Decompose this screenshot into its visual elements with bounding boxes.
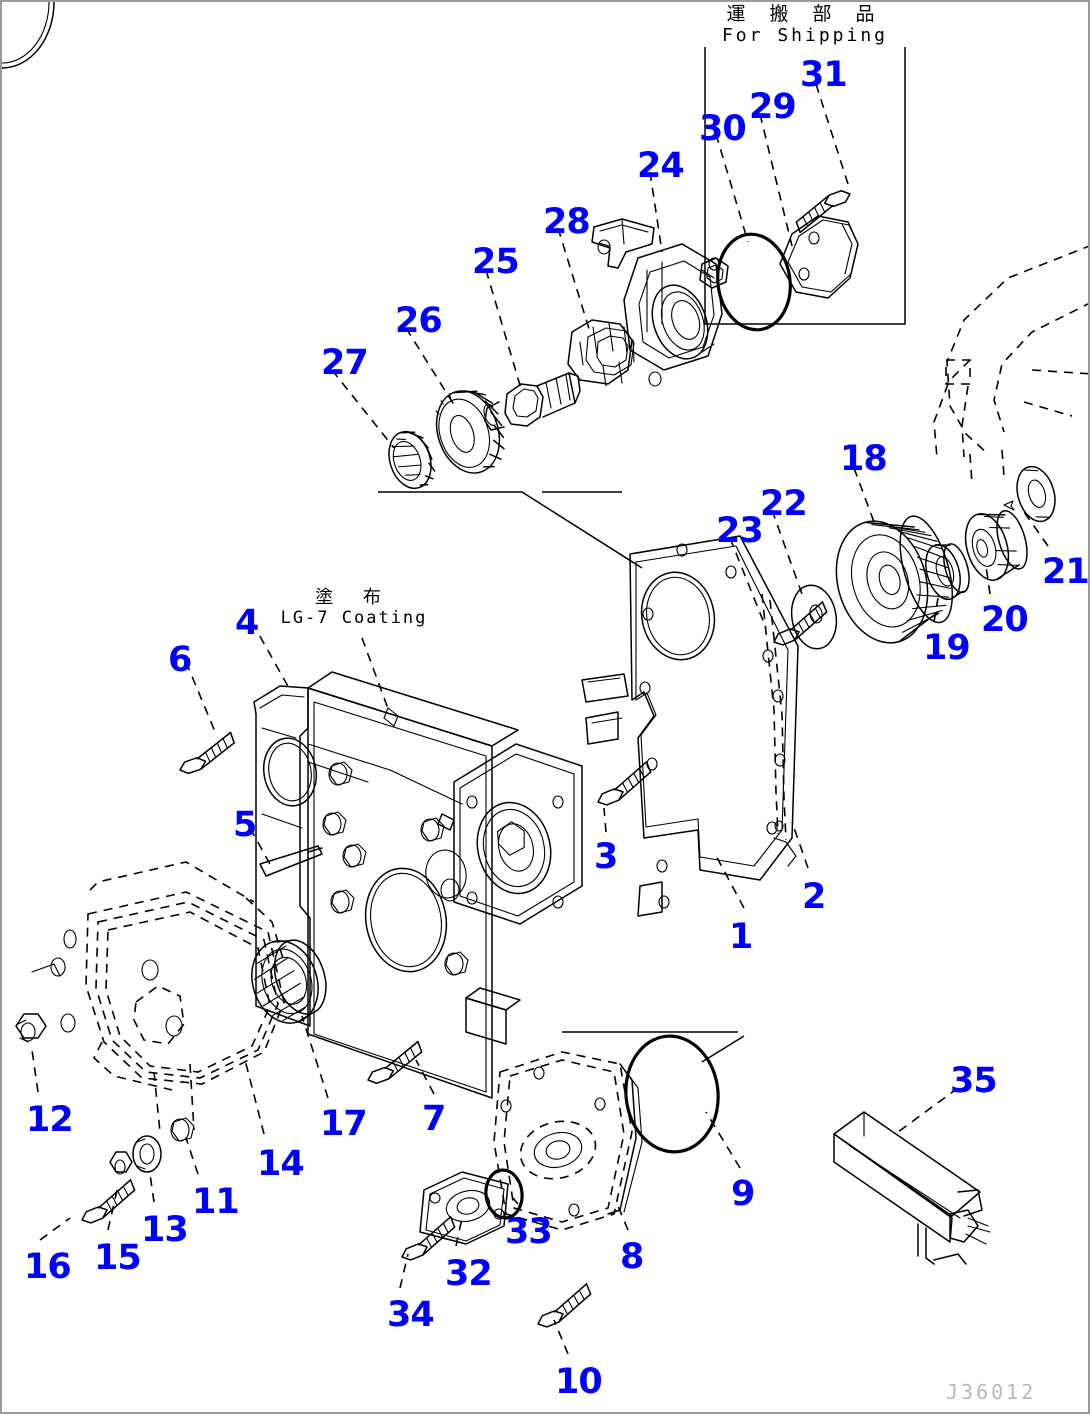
leader-lines — [31, 83, 1049, 1355]
part-23-bolt — [766, 601, 833, 649]
callout-25: 25 — [472, 242, 520, 282]
part-17-oil-seal — [251, 939, 327, 1024]
part-6-bolt — [173, 731, 240, 777]
part-31-bolt — [790, 187, 858, 234]
part-18-crank-gear — [835, 515, 953, 644]
callout-11: 11 — [192, 1182, 240, 1222]
part-32-flange — [419, 1171, 509, 1245]
callout-24: 24 — [637, 146, 685, 186]
part-1-gear-case-cover — [2, 2, 799, 917]
callout-17: 17 — [320, 1104, 368, 1144]
callout-5: 5 — [233, 805, 257, 845]
part-11-rear-housing — [31, 861, 285, 1142]
part-9-oring — [624, 1034, 720, 1154]
shipping-label-jp: 運 搬 部 品 — [726, 3, 884, 25]
part-16-bolt — [74, 1179, 141, 1227]
callout-1: 1 — [729, 917, 753, 957]
callout-28: 28 — [543, 202, 591, 242]
callout-34: 34 — [387, 1295, 435, 1335]
callout-8: 8 — [620, 1237, 644, 1277]
callout-22: 22 — [760, 484, 808, 524]
callout-9: 9 — [731, 1174, 755, 1214]
callout-26: 26 — [395, 301, 443, 341]
part-27-gear — [388, 430, 436, 490]
part-21-washer — [1003, 465, 1056, 523]
callout-30: 30 — [699, 109, 747, 149]
part-29-cover — [779, 215, 859, 299]
callout-6: 6 — [168, 640, 192, 680]
callout-18: 18 — [840, 439, 888, 479]
part-10-bolt — [530, 1283, 597, 1331]
part-7-bolt — [360, 1040, 428, 1087]
callout-20: 20 — [981, 600, 1029, 640]
part-8-side-cover — [493, 1051, 643, 1231]
part-12-nut — [15, 1013, 47, 1043]
callout-2: 2 — [802, 877, 826, 917]
part-19-spacer — [925, 543, 970, 601]
drawing-number: J36012 — [946, 1380, 1037, 1404]
part-5-pin — [259, 845, 323, 877]
callout-21: 21 — [1042, 552, 1089, 592]
callout-7: 7 — [422, 1099, 446, 1139]
callout-31: 31 — [800, 55, 848, 95]
callout-14: 14 — [257, 1144, 305, 1184]
part-33-oring — [484, 1168, 524, 1220]
part-4-timing-gear-housing — [253, 671, 583, 1099]
callout-4: 4 — [235, 603, 259, 643]
callout-13: 13 — [141, 1210, 189, 1250]
callout-33: 33 — [505, 1212, 553, 1252]
callout-3: 3 — [594, 837, 618, 877]
part-30-oring — [716, 232, 792, 332]
coating-label-jp: 塗 布 — [315, 587, 393, 608]
callout-15: 15 — [94, 1238, 142, 1278]
callout-32: 32 — [445, 1254, 493, 1294]
shipping-label: 運 搬 部 品 For Shipping — [705, 3, 905, 47]
part-15-nut — [109, 1151, 133, 1175]
coating-label: 塗 布 LG-7 Coating — [264, 587, 444, 628]
callout-35: 35 — [950, 1061, 998, 1101]
callout-10: 10 — [555, 1362, 603, 1402]
shipping-box-frame — [704, 47, 906, 325]
part-2-gasket — [761, 593, 797, 867]
part-3-bolt — [590, 761, 657, 809]
part-22-plate — [790, 584, 838, 650]
callout-27: 27 — [321, 343, 369, 383]
engine-block-outline — [933, 245, 1088, 485]
shipping-label-en: For Shipping — [721, 24, 889, 46]
callout-23: 23 — [716, 511, 764, 551]
part-13-washer — [132, 1135, 162, 1173]
callout-16: 16 — [24, 1247, 72, 1287]
coating-label-en: LG-7 Coating — [280, 607, 428, 628]
part-26-gear — [435, 390, 505, 474]
callout-19: 19 — [923, 628, 971, 668]
part-28-coupling — [567, 319, 635, 387]
part-20-hub — [964, 510, 1028, 581]
callout-29: 29 — [749, 87, 797, 127]
part-24-pump-body — [591, 218, 729, 387]
part-35-tool — [833, 1111, 991, 1265]
callout-12: 12 — [26, 1100, 74, 1140]
